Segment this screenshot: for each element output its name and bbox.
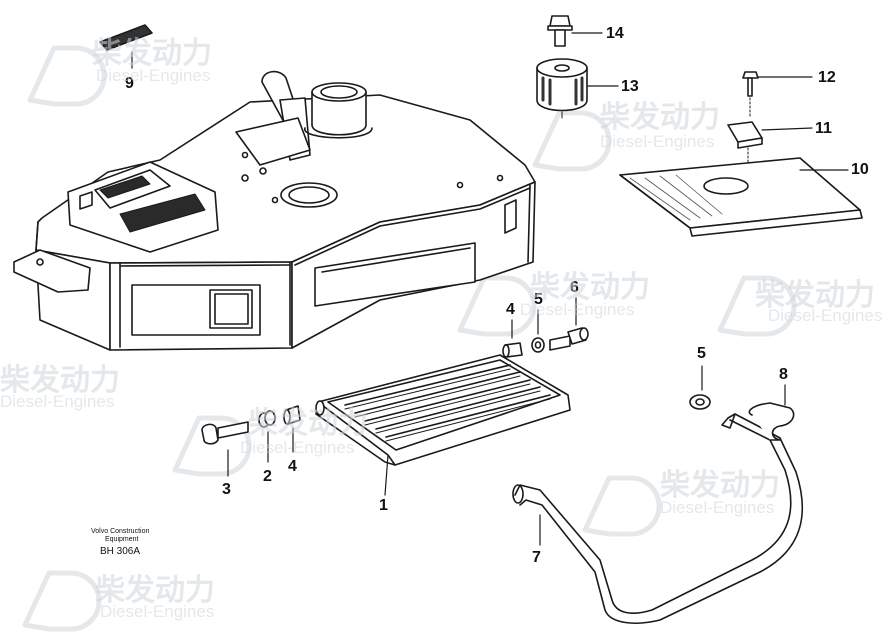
callout-7: 7 — [532, 549, 541, 566]
callout-8: 8 — [779, 366, 788, 383]
part-14-bolt — [547, 15, 603, 47]
parts-2-3-4-lower — [201, 405, 301, 477]
watermark-en: Diesel-Engines — [768, 306, 883, 325]
callout-9: 9 — [125, 75, 134, 92]
part-7-handrail — [512, 413, 804, 624]
callout-12: 12 — [818, 69, 836, 86]
part-10-plate — [619, 157, 863, 237]
watermark-en: Diesel-Engines — [240, 438, 355, 457]
callout-3: 3 — [222, 481, 231, 498]
parts-5-8-lower — [689, 365, 795, 441]
watermark-en: Diesel-Engines — [0, 392, 115, 411]
watermark-en: Diesel-Engines — [600, 132, 715, 151]
callout-4-upper: 4 — [506, 301, 515, 318]
callout-2: 2 — [263, 468, 272, 485]
caption-company-line1: Volvo Construction — [91, 528, 150, 535]
watermark-cn: 柴发动力 — [660, 468, 780, 503]
caption-drawing-code: BH 306A — [100, 546, 141, 557]
part-11-bracket — [727, 121, 813, 171]
callout-6: 6 — [570, 279, 579, 296]
callout-10: 10 — [851, 161, 869, 178]
watermark-cn: 柴发动力 — [755, 278, 875, 313]
part-12-screw — [742, 71, 813, 119]
watermark-en: Diesel-Engines — [660, 498, 775, 517]
watermark-cn: 柴发动力 — [600, 100, 720, 135]
part-13-mount — [536, 58, 619, 119]
callout-5-upper: 5 — [534, 291, 543, 308]
watermark-cn: 柴发动力 — [0, 363, 120, 398]
callout-5-lower: 5 — [697, 345, 706, 362]
watermark-logo-marks — [22, 45, 797, 632]
watermark-cn: 柴发动力 — [530, 270, 650, 305]
parts-4-5-6-upper — [502, 297, 589, 358]
caption-company-line2: Equipment — [105, 536, 139, 543]
watermark-en: Diesel-Engines — [96, 66, 211, 85]
callout-13: 13 — [621, 78, 639, 95]
watermark-cn: 柴发动力 — [95, 573, 215, 608]
part-9-strip — [99, 24, 153, 69]
callout-1: 1 — [379, 497, 388, 514]
watermark-cn: 柴发动力 — [92, 36, 212, 71]
part-1-step — [315, 354, 571, 496]
watermark-en: Diesel-Engines — [100, 602, 215, 621]
callout-14: 14 — [606, 25, 624, 42]
callout-11: 11 — [815, 120, 832, 137]
watermark-cn: 柴发动力 — [248, 406, 368, 441]
watermark-en: Diesel-Engines — [520, 300, 635, 319]
tank-top-features — [67, 70, 504, 253]
callout-4-lower: 4 — [288, 458, 297, 475]
